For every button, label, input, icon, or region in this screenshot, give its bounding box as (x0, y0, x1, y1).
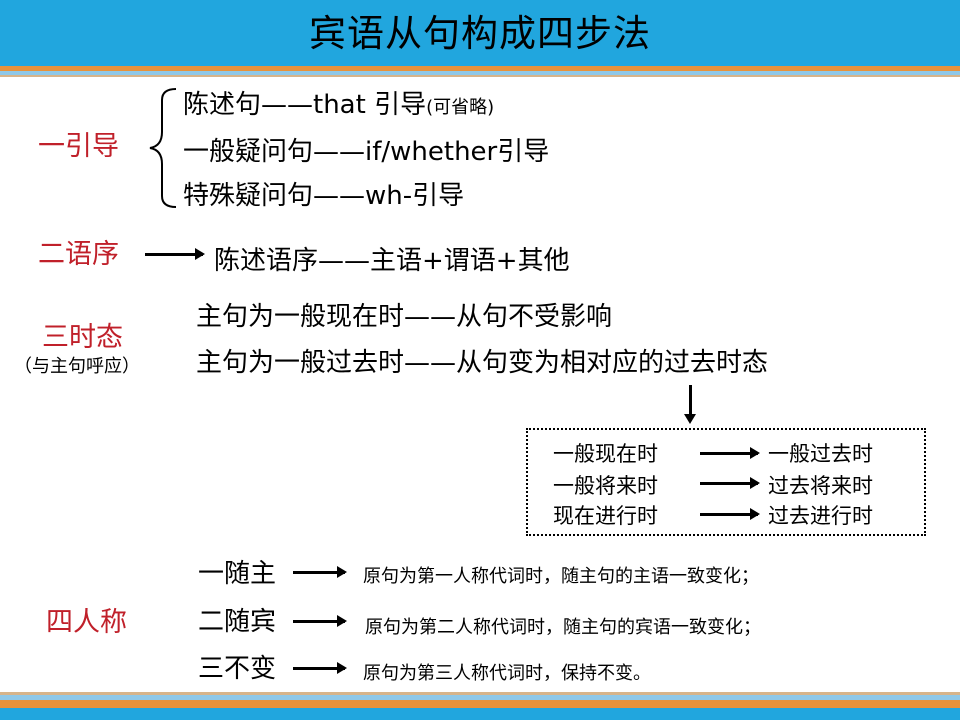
curly-brace-icon (149, 88, 177, 208)
tense-from-1: 一般现在时 (553, 442, 658, 466)
footer-bar (0, 708, 960, 720)
tense-from-3: 现在进行时 (553, 504, 658, 528)
page-title: 宾语从句构成四步法 (309, 12, 651, 55)
arrow-right-icon (145, 248, 205, 260)
section4-rule-key-2: 二随宾 (198, 607, 277, 637)
section2-text: 陈述语序——主语+谓语+其他 (214, 246, 570, 276)
header-stripe-orange (0, 66, 960, 71)
arrow-right-icon (293, 615, 347, 627)
tense-to-3: 过去进行时 (768, 504, 873, 528)
section1-item-1: 陈述句——that 引导(可省略) (183, 90, 495, 120)
section4-rule-key-3: 三不变 (198, 654, 277, 684)
tense-to-1: 一般过去时 (768, 442, 873, 466)
section1-label: 一引导 (38, 131, 119, 162)
section3-line-1: 主句为一般现在时——从句不受影响 (196, 302, 613, 332)
section3-sublabel: （与主句呼应） (14, 356, 140, 377)
down-arrow-icon (684, 414, 696, 424)
arrow-right-icon (293, 662, 347, 674)
footer-stripe-tan (0, 692, 960, 695)
section2-label: 二语序 (38, 239, 119, 270)
section1-item-3: 特殊疑问句——wh-引导 (183, 181, 465, 211)
arrow-right-icon (700, 447, 760, 459)
footer-stripe-blue (0, 695, 960, 700)
arrow-right-icon (700, 508, 760, 520)
down-arrow-shaft (689, 385, 692, 417)
section3-label: 三时态 (42, 322, 123, 353)
section4-rule-desc-2: 原句为第二人称代词时，随主句的宾语一致变化； (365, 617, 761, 638)
header-stripe-tan (0, 75, 960, 77)
section4-rule-desc-1: 原句为第一人称代词时，随主句的主语一致变化； (363, 566, 759, 587)
section4-label: 四人称 (46, 607, 127, 638)
section1-item-2: 一般疑问句——if/whether引导 (183, 137, 550, 167)
header-bar (0, 0, 960, 66)
tense-to-2: 过去将来时 (768, 474, 873, 498)
header-stripe-blue (0, 71, 960, 75)
section3-line-2: 主句为一般过去时——从句变为相对应的过去时态 (196, 348, 769, 378)
arrow-right-icon (293, 566, 347, 578)
tense-from-2: 一般将来时 (553, 474, 658, 498)
footer-stripe-orange (0, 700, 960, 708)
section4-rule-key-1: 一随主 (198, 559, 277, 589)
tense-conversion-box (526, 428, 926, 536)
arrow-right-icon (700, 477, 760, 489)
section4-rule-desc-3: 原句为第三人称代词时，保持不变。 (363, 663, 651, 684)
